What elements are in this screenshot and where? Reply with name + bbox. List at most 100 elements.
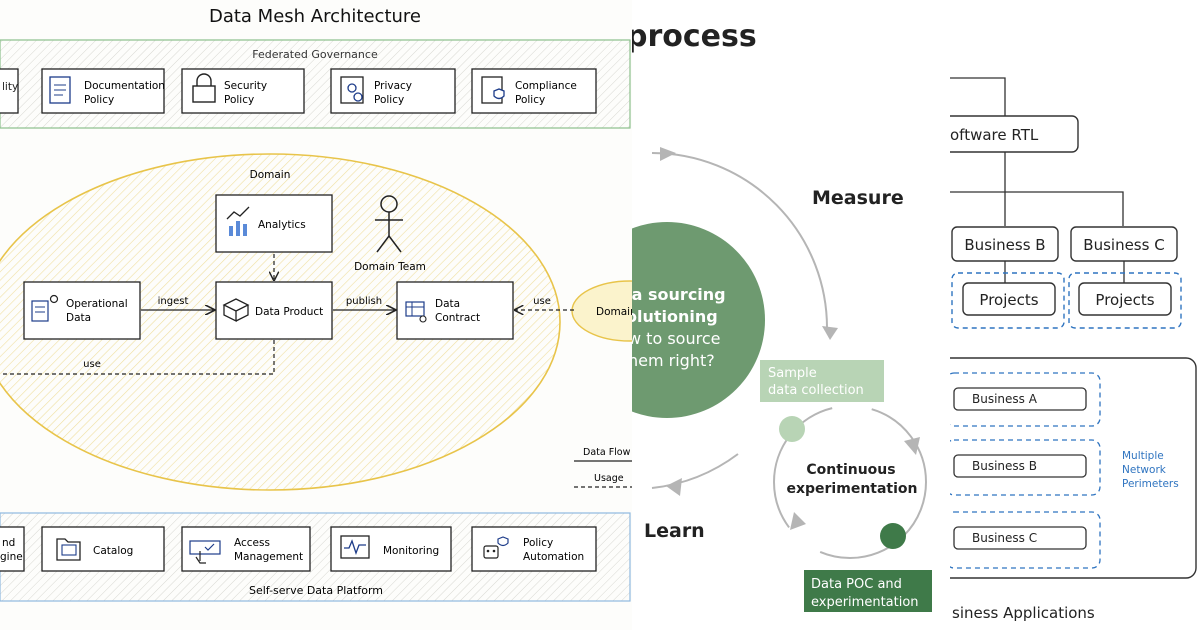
catalog-icon: [56, 538, 81, 561]
learn-label: Learn: [644, 520, 705, 542]
policy-label: Policy: [374, 94, 404, 106]
connector: [1005, 191, 1124, 226]
network-group-2: [950, 439, 1101, 496]
tool-card-access: Access Management: [181, 526, 311, 572]
network-label: Perimeters: [1122, 478, 1179, 490]
arrow-head-icon: [666, 478, 682, 496]
process-panel: process Measure Learn ta sourcing olutio…: [632, 0, 950, 630]
legend: Data Flow Usage: [574, 447, 632, 488]
diagram-title: Data Mesh Architecture: [209, 6, 421, 27]
person-icon: [375, 195, 403, 253]
business-panel: oftware RTL Business B Business C Projec…: [950, 0, 1200, 630]
projects-label: Projects: [1095, 291, 1154, 309]
monitoring-icon: [340, 535, 370, 559]
tool-card-catalog: Catalog: [41, 526, 165, 572]
light-dot: [779, 416, 805, 442]
database-icon: [31, 294, 59, 322]
business-row-label: Business A: [972, 392, 1038, 406]
business-c-label: Business C: [1083, 236, 1164, 254]
connector: [950, 152, 1006, 193]
data-contract-box: Data Contract: [396, 281, 514, 340]
policy-label: Policy: [224, 94, 254, 106]
business-row-label: Business C: [972, 531, 1037, 545]
data-mesh-panel: Data Mesh Architecture Federated Governa…: [0, 6, 632, 602]
publish-label: publish: [346, 296, 382, 307]
use-label-right: use: [533, 296, 551, 307]
compliance-icon: [481, 76, 505, 104]
policy-label: Privacy: [374, 80, 412, 92]
tool-label: Access: [234, 537, 270, 549]
policy-card-compliance: Compliance Policy: [471, 68, 597, 114]
business-c-row: [953, 526, 1087, 550]
data-product-label: Data Product: [255, 306, 323, 318]
poc-text: Data POC and: [811, 577, 902, 592]
projects-node-1: [962, 282, 1056, 316]
operational-label: Data: [66, 312, 91, 324]
policy-label: Security: [224, 80, 267, 92]
applications-label: siness Applications: [952, 604, 1095, 622]
privacy-icon: [340, 76, 364, 104]
process-diagram: process Measure Learn ta sourcing olutio…: [632, 19, 932, 612]
poc-box: [804, 570, 932, 612]
policy-card-privacy: Privacy Policy: [330, 68, 456, 114]
domain-team-label: Domain Team: [354, 261, 426, 273]
business-diagram: oftware RTL Business B Business C Projec…: [950, 77, 1197, 622]
data-mesh-diagram: Data Mesh Architecture Federated Governa…: [0, 6, 632, 602]
platform-label: Self-serve Data Platform: [249, 584, 383, 597]
projects-group-1: [951, 272, 1065, 329]
contract-label: Data: [435, 298, 460, 310]
process-title: process: [632, 19, 757, 54]
measure-label: Measure: [812, 187, 904, 209]
policy-label: Policy: [515, 94, 545, 106]
poc-text: experimentation: [811, 595, 919, 610]
policy-label: Policy: [84, 94, 114, 106]
tool-label: Monitoring: [383, 545, 439, 557]
network-label: Network: [1122, 464, 1167, 476]
contract-icon: [405, 301, 427, 323]
policy-label: Compliance: [515, 80, 577, 92]
policy-partial-label: lity: [2, 81, 18, 93]
access-icon: [189, 540, 221, 564]
arrow-head-icon: [790, 512, 806, 530]
projects-group-2: [1068, 272, 1182, 329]
cycle-arc-top: [651, 152, 829, 331]
software-rtl-node: [950, 115, 1079, 153]
connector: [950, 77, 1006, 116]
tool-card-policy-automation: Policy Automation: [471, 526, 597, 572]
operational-label: Operational: [66, 298, 128, 310]
box-icon: [222, 298, 250, 323]
sample-text: Sample: [768, 366, 817, 381]
document-icon: [49, 76, 71, 104]
robot-icon: [483, 536, 509, 559]
legend-flow-label: Data Flow: [583, 447, 631, 458]
business-b-label: Business B: [964, 236, 1045, 254]
governance-label: Federated Governance: [252, 48, 378, 61]
arrow-head-icon: [904, 437, 920, 455]
tool-partial-label: gine: [0, 551, 23, 563]
software-rtl-label: oftware RTL: [950, 126, 1039, 144]
domain-label: Domain: [250, 169, 291, 181]
lock-icon: [192, 73, 216, 103]
analytics-label: Analytics: [258, 219, 306, 231]
operational-data-box: Operational Data: [23, 281, 141, 340]
continuous-text: experimentation: [786, 481, 917, 497]
circle-text: w to source: [632, 329, 720, 348]
other-domain-circle: [571, 280, 632, 342]
business-a-row: [953, 387, 1087, 411]
dark-dot: [880, 523, 906, 549]
other-domain-label: Domain: [596, 306, 632, 318]
small-cycle: [773, 405, 927, 559]
tool-label: Policy: [523, 537, 553, 549]
tool-label: Catalog: [93, 545, 133, 557]
continuous-text: Continuous: [806, 462, 895, 478]
network-label: Multiple: [1122, 450, 1164, 462]
use-label-bottom: use: [83, 359, 101, 370]
tool-card-partial: [0, 526, 25, 572]
arrow-head-icon: [822, 326, 838, 340]
data-product-box: Data Product: [215, 281, 333, 340]
analytics-icon: [226, 206, 250, 236]
policy-card-documentation: Documentation Policy: [41, 68, 165, 114]
arrow-head-icon: [660, 147, 676, 161]
business-b-row: [953, 454, 1087, 478]
circle-text: olutioning: [632, 307, 718, 326]
